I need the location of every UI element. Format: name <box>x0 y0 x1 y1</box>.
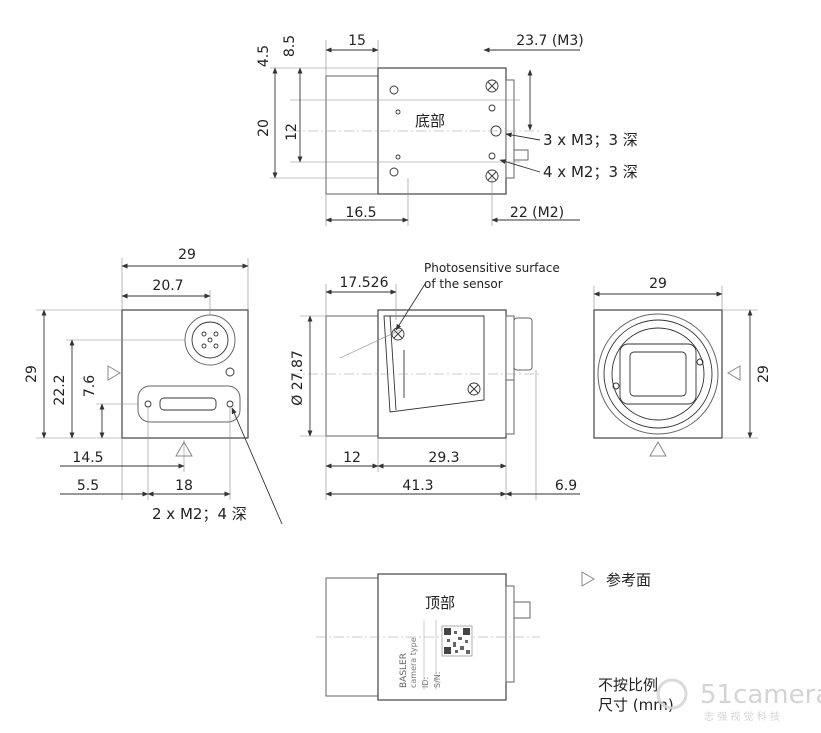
side-view-lens-housing <box>325 315 379 437</box>
dim-22: 22 (M2) <box>510 205 564 221</box>
dim-20: 20 <box>256 119 272 137</box>
connector-circle <box>184 314 236 366</box>
note-m3: 3 x M3；3 深 <box>543 131 638 149</box>
watermark-tagline: 志 强 视 觉 科 技 <box>704 710 780 723</box>
dim-17-526: 17.526 <box>340 275 389 291</box>
top-view-connector <box>505 79 515 179</box>
reference-plane-label: 参考面 <box>606 571 651 589</box>
dim-15: 15 <box>348 33 366 49</box>
top-view: 4.5 8.5 20 12 15 23.7 (M3) 16.5 22 (M2) … <box>256 33 638 226</box>
reference-triangle-icon <box>581 571 595 587</box>
dim-16-5: 16.5 <box>345 205 376 221</box>
dim-12: 12 <box>284 123 300 141</box>
scale-note: 不按比例 尺寸 (mm) <box>598 676 674 714</box>
dim-18: 18 <box>175 478 193 494</box>
dim-41-3: 41.3 <box>402 478 433 494</box>
screw-icon <box>485 79 499 93</box>
side-view-cable-connector <box>513 317 533 371</box>
dim-8-5: 8.5 <box>282 35 298 57</box>
dim-22-2: 22.2 <box>52 374 68 405</box>
dim-27-87: Ø 27.87 <box>290 350 306 406</box>
dim-14-5: 14.5 <box>72 450 103 466</box>
screw-icon <box>467 382 481 396</box>
dim-12-side: 12 <box>343 450 361 466</box>
front-view: 29 20.7 29 22.2 7.6 14.5 5.5 18 2 x M2；4… <box>24 247 283 525</box>
sticker-type: camera type <box>409 637 418 688</box>
lens-mount-ring <box>597 313 719 435</box>
hole-icon <box>389 85 399 95</box>
dim-6-9: 6.9 <box>555 478 577 494</box>
sensor-annotation-line2: of the sensor <box>424 277 503 291</box>
side-view: Photosensitive surface of the sensor 17.… <box>290 261 580 500</box>
watermark-logo-text: 51camera <box>700 680 821 710</box>
sensor-annotation-line1: Photosensitive surface <box>424 261 560 275</box>
dim-20-7: 20.7 <box>152 278 183 294</box>
dim-29-top: 29 <box>178 247 196 263</box>
top-view-label: 底部 <box>415 112 445 130</box>
top-view-lens-housing <box>325 75 379 195</box>
bottom-view: 顶部 BASLER camera type ID: S/N: <box>316 573 540 701</box>
back-view: 29 29 <box>593 276 772 457</box>
dim-29-back-top: 29 <box>649 276 667 292</box>
sensor-window <box>619 343 697 405</box>
watermark-logo-icon <box>656 678 688 710</box>
hole-icon <box>389 167 399 177</box>
scale-note-line2: 尺寸 (mm) <box>598 696 674 714</box>
dim-29-3: 29.3 <box>428 450 459 466</box>
bottom-view-label: 顶部 <box>425 594 455 612</box>
usb-port <box>137 385 241 423</box>
sticker-brand: BASLER <box>399 653 409 688</box>
watermark: 51camera 志 强 视 觉 科 技 <box>656 678 821 723</box>
dim-29-back-right: 29 <box>756 365 772 383</box>
sticker-sn: S/N: <box>433 672 442 688</box>
dim-5-5: 5.5 <box>77 478 99 494</box>
dim-29-left: 29 <box>24 365 40 383</box>
reference-plane-legend: 参考面 <box>581 571 651 589</box>
scale-note-line1: 不按比例 <box>598 676 658 694</box>
note-m2: 4 x M2；3 深 <box>543 163 638 181</box>
dim-4-5: 4.5 <box>256 45 272 67</box>
dim-7-6: 7.6 <box>82 375 98 397</box>
dim-23-7: 23.7 (M3) <box>516 33 584 49</box>
product-sticker: BASLER camera type ID: S/N: <box>399 637 442 688</box>
sticker-id: ID: <box>421 677 430 688</box>
note-2xm2: 2 x M2；4 深 <box>152 505 247 523</box>
qr-code-icon <box>441 625 473 657</box>
